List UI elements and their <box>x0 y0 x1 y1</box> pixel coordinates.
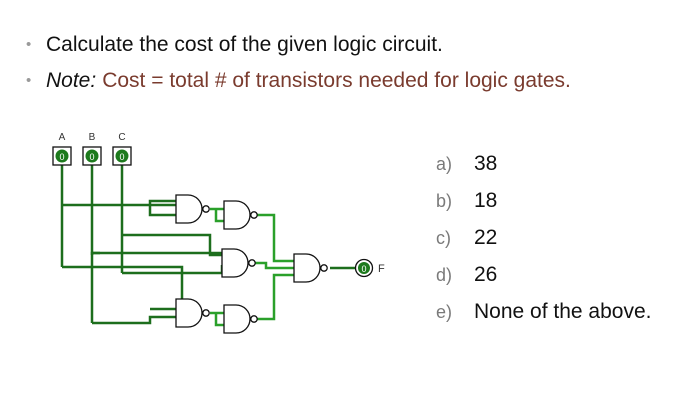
output-pin: 0 <box>354 258 374 278</box>
option-d[interactable]: d) 26 <box>436 261 651 298</box>
nand-gate-1 <box>175 194 203 224</box>
note-label: Note: <box>46 69 97 92</box>
option-c[interactable]: c) 22 <box>436 224 651 261</box>
input-wires <box>60 165 224 325</box>
bullet-icon: • <box>26 36 32 53</box>
option-letter: a) <box>436 154 453 174</box>
svg-text:0: 0 <box>361 264 366 274</box>
option-e[interactable]: e) None of the above. <box>436 298 651 335</box>
nand-gate-5 <box>175 298 203 328</box>
option-letter: c) <box>436 228 451 248</box>
option-letter: e) <box>436 302 453 322</box>
logic-circuit-diagram: A B C <box>52 132 385 334</box>
option-value: 38 <box>474 152 498 175</box>
option-value: 26 <box>474 263 498 286</box>
note-line: • Note:Cost = total # of transistors need… <box>26 68 571 94</box>
option-value: 22 <box>474 226 498 249</box>
bullet-icon: • <box>26 72 32 89</box>
nand-gate-6 <box>223 304 251 334</box>
nand-gates <box>175 194 328 334</box>
note-text: Cost = total # of transistors needed for… <box>102 69 571 92</box>
option-letter: d) <box>436 265 453 285</box>
output-label-f: F <box>378 263 385 275</box>
nand-bubble-6 <box>250 315 258 323</box>
option-a[interactable]: a) 38 <box>436 150 651 187</box>
svg-text:0: 0 <box>59 152 64 162</box>
input-pins: 0 0 0 <box>52 146 132 166</box>
answer-options: a) 38 b) 18 c) 22 d) 26 e) None of the above. <box>436 150 651 335</box>
nand-gate-3 <box>221 248 249 278</box>
option-value: 18 <box>474 189 498 212</box>
nand-bubble-5 <box>202 309 210 317</box>
question-line: • Calculate the cost of the given logic c… <box>26 32 443 58</box>
nand-bubble-3 <box>248 259 256 267</box>
option-b[interactable]: b) 18 <box>436 187 651 224</box>
gate-output-wires <box>210 207 294 327</box>
nand-bubble-1 <box>202 205 210 213</box>
input-label-c: C <box>118 132 125 143</box>
option-value: None of the above. <box>474 300 652 323</box>
input-label-b: B <box>89 132 96 143</box>
svg-text:0: 0 <box>119 152 124 162</box>
nand-bubble-2 <box>250 211 258 219</box>
question-text: Calculate the cost of the given logic ci… <box>46 33 443 56</box>
nand-gate-2 <box>223 200 251 230</box>
nand-gate-4 <box>293 253 321 283</box>
nand-bubble-4 <box>320 264 328 272</box>
svg-text:0: 0 <box>89 152 94 162</box>
option-letter: b) <box>436 191 453 211</box>
input-label-a: A <box>59 132 66 143</box>
